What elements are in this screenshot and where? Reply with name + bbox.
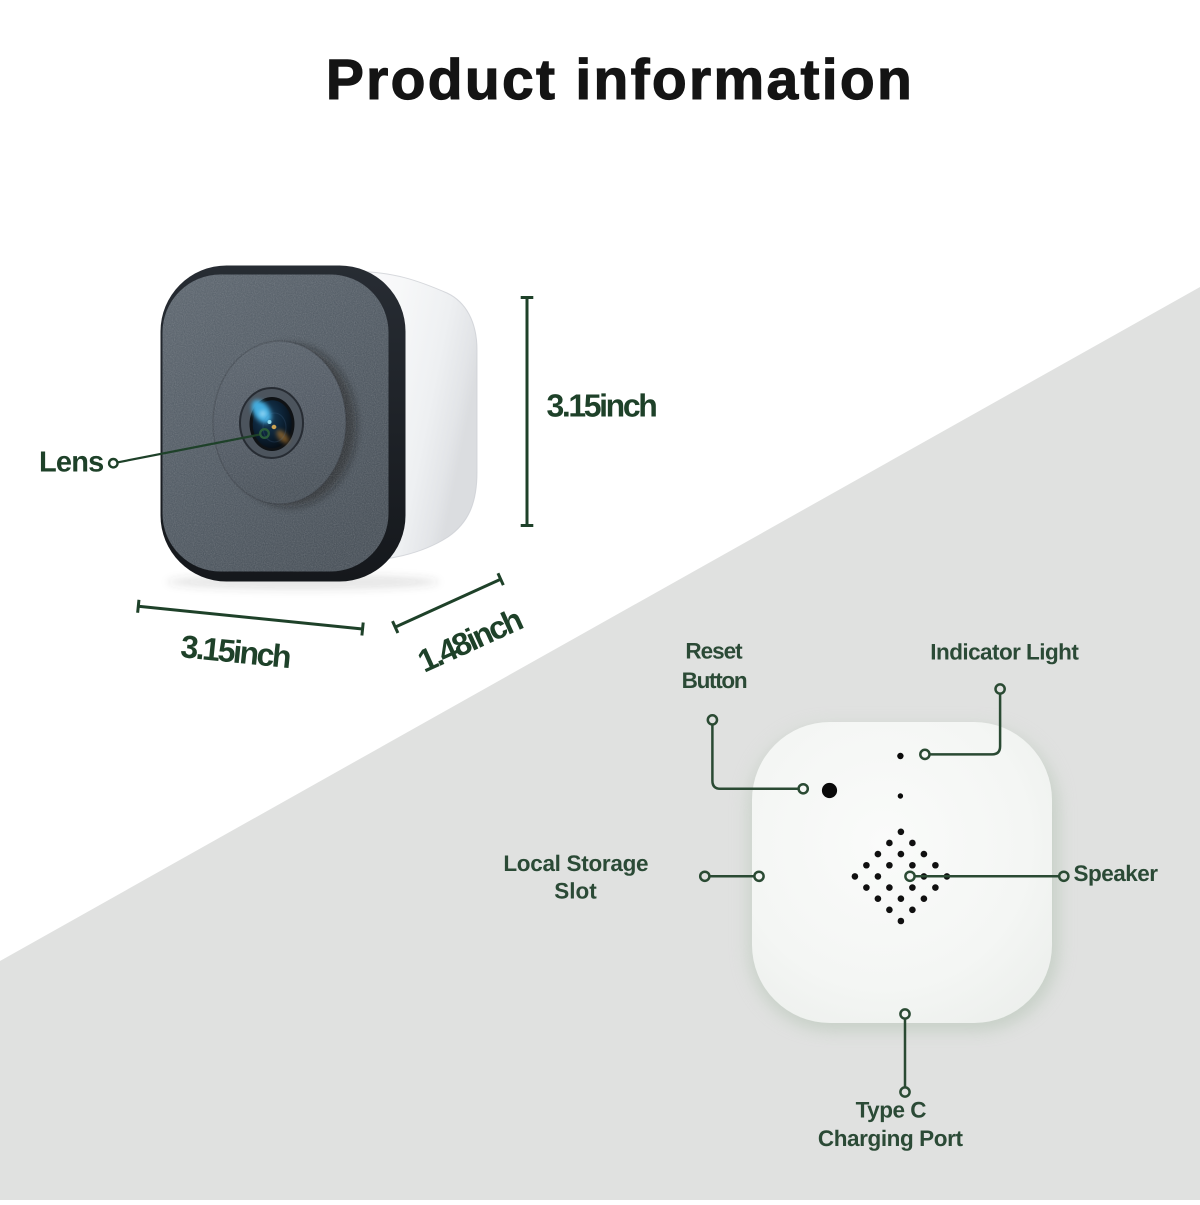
svg-text:Slot: Slot: [554, 879, 597, 904]
svg-text:Reset: Reset: [685, 638, 743, 663]
svg-text:Button: Button: [682, 668, 747, 693]
svg-text:Type C: Type C: [856, 1098, 927, 1123]
svg-text:Indicator Light: Indicator Light: [930, 640, 1079, 665]
svg-text:Product information: Product information: [326, 48, 914, 112]
svg-text:Lens: Lens: [39, 447, 104, 479]
svg-text:Charging Port: Charging Port: [818, 1126, 964, 1151]
svg-text:Speaker: Speaker: [1074, 861, 1159, 886]
svg-text:3.15inch: 3.15inch: [547, 388, 657, 424]
svg-text:Local Storage: Local Storage: [503, 851, 648, 876]
